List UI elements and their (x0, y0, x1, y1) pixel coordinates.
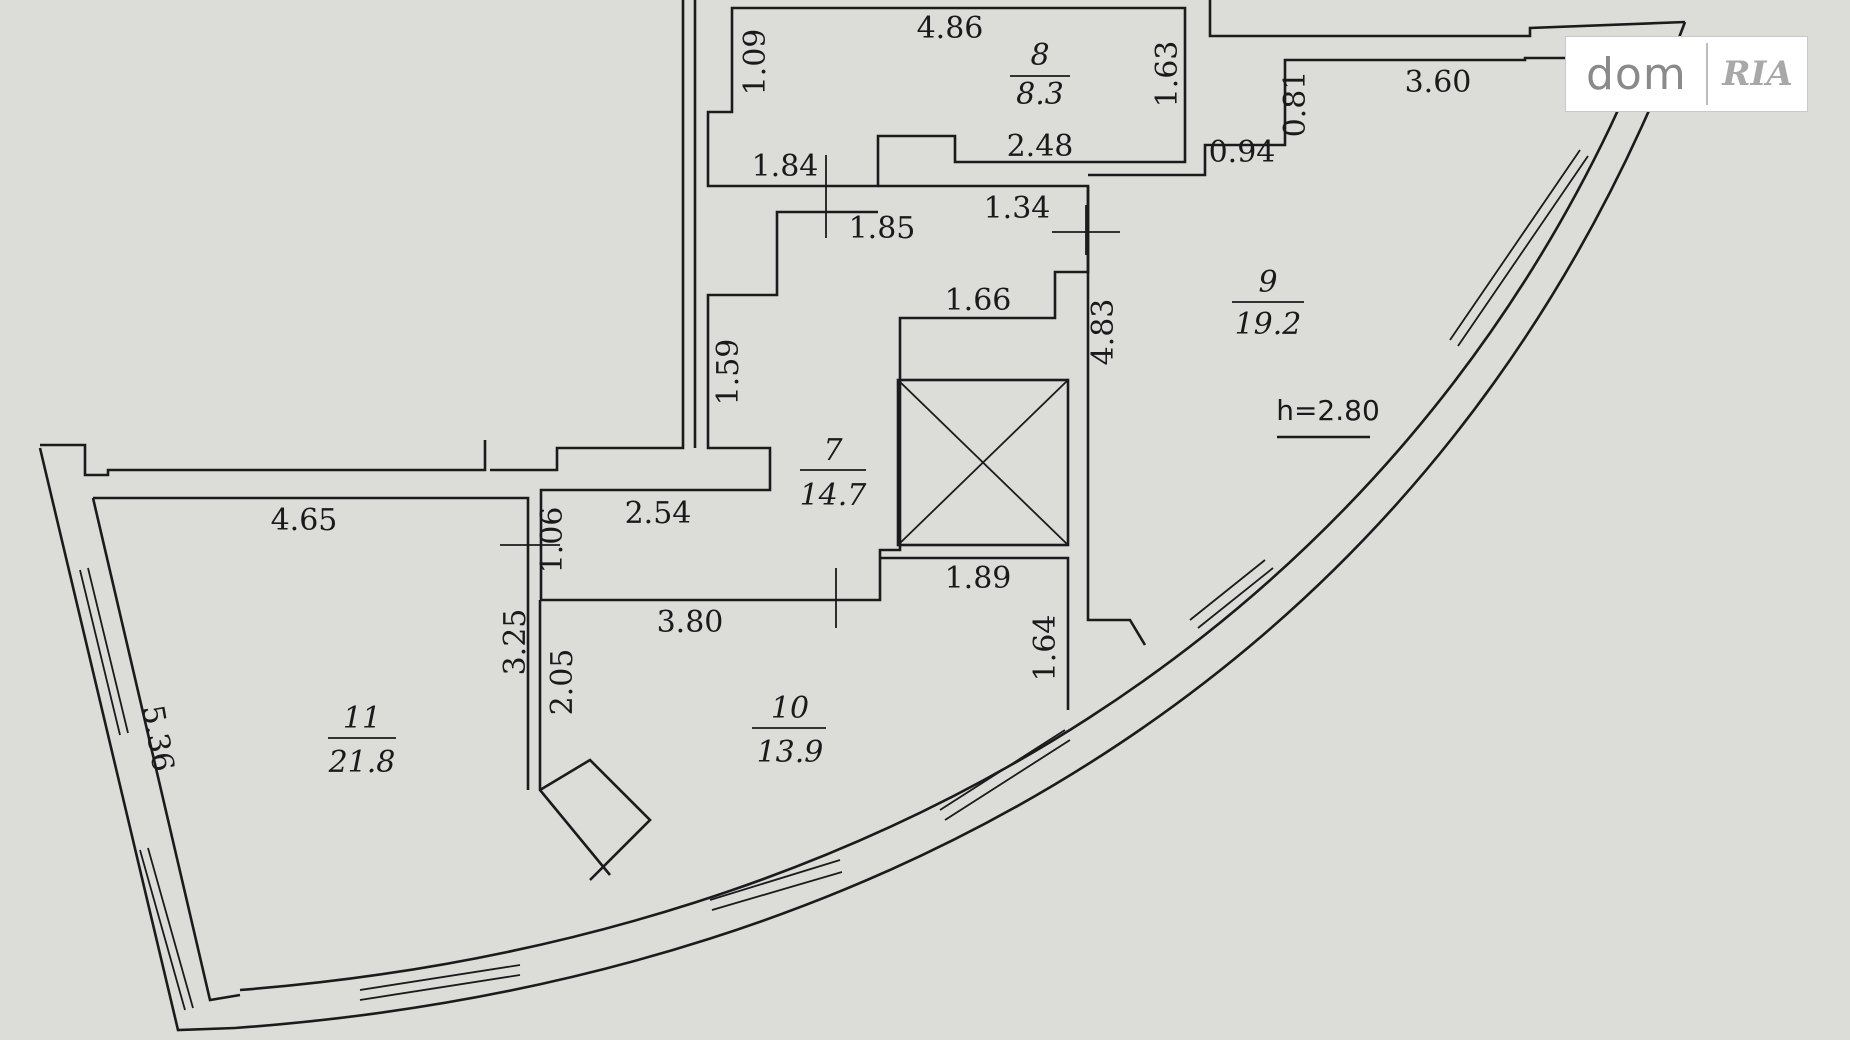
room-9-number: 9 (1258, 265, 1277, 300)
dim-4-83: 4.83 (1086, 299, 1121, 366)
dim-0-81: 0.81 (1278, 71, 1313, 138)
left-facade-outer (38, 447, 236, 1032)
dim-3-25: 3.25 (498, 609, 533, 676)
watermark-divider (1706, 43, 1708, 105)
left-facade-inner (91, 497, 241, 1002)
dim-2-48: 2.48 (1007, 129, 1074, 164)
dim-3-60: 3.60 (1405, 65, 1472, 100)
dom-ria-watermark: dom RIA (1565, 36, 1808, 112)
dim-3-80: 3.80 (657, 605, 724, 640)
dim-1-34: 1.34 (984, 191, 1051, 226)
dim-1-66: 1.66 (945, 283, 1012, 318)
ceiling-height-label: h=2.80 (1276, 394, 1380, 427)
corridor-wall (490, 0, 685, 472)
dim-4-86: 4.86 (917, 11, 984, 46)
dim-1-59: 1.59 (711, 339, 746, 406)
room-10-area: 13.9 (757, 735, 824, 770)
window-3 (939, 729, 1071, 821)
dim-1-09: 1.09 (738, 29, 773, 96)
room-9-left-wall (1086, 186, 1147, 646)
dimension-labels: 4.86 1.09 1.63 2.48 1.84 1.85 1.34 3.60 … (134, 11, 1471, 774)
door-marks (500, 155, 1120, 628)
dim-1-06: 1.06 (535, 507, 570, 574)
room-labels: 7 14.7 8 8.3 9 19.2 10 13.9 11 21.8 (328, 38, 1304, 780)
window-1 (359, 964, 521, 1001)
curved-facade-outer (234, 21, 1687, 1030)
dim-1-84: 1.84 (752, 149, 819, 184)
room-11-area: 21.8 (328, 745, 396, 780)
dim-1-85: 1.85 (849, 211, 916, 246)
room-9-top-wall (1088, 56, 1605, 177)
room-7-outline (539, 184, 1090, 602)
dim-4-65: 4.65 (271, 503, 338, 538)
room-9-area: 19.2 (1235, 307, 1302, 342)
curved-facade-inner (239, 69, 1638, 992)
outer-left-wall (40, 440, 487, 477)
room-8-number: 8 (1030, 38, 1049, 73)
dim-1-63: 1.63 (1150, 41, 1185, 108)
window-2 (709, 859, 843, 911)
room-11-number: 11 (343, 701, 381, 736)
window-left-2 (139, 847, 194, 1011)
room-8-outline (706, 6, 1187, 188)
room-8-area: 8.3 (1016, 77, 1064, 112)
room-11-outline (93, 496, 530, 790)
room-10-number: 10 (771, 691, 809, 726)
room-7-number: 7 (823, 433, 843, 468)
dim-0-94: 0.94 (1209, 135, 1276, 170)
window-4 (1189, 559, 1274, 629)
top-right-wall (1208, 0, 1686, 38)
dim-1-64: 1.64 (1028, 615, 1063, 682)
ventilation-shaft (896, 378, 1070, 547)
watermark-ria: RIA (1722, 54, 1793, 94)
dim-2-05: 2.05 (545, 649, 580, 716)
walls (38, 0, 1687, 1032)
room-7-area: 14.7 (800, 478, 868, 513)
window-5 (1449, 149, 1589, 347)
dim-2-54: 2.54 (625, 496, 692, 531)
watermark-dom: dom (1586, 48, 1687, 100)
dim-1-89: 1.89 (945, 561, 1012, 596)
room-10-fixture (539, 758, 652, 881)
window-left (79, 567, 129, 736)
